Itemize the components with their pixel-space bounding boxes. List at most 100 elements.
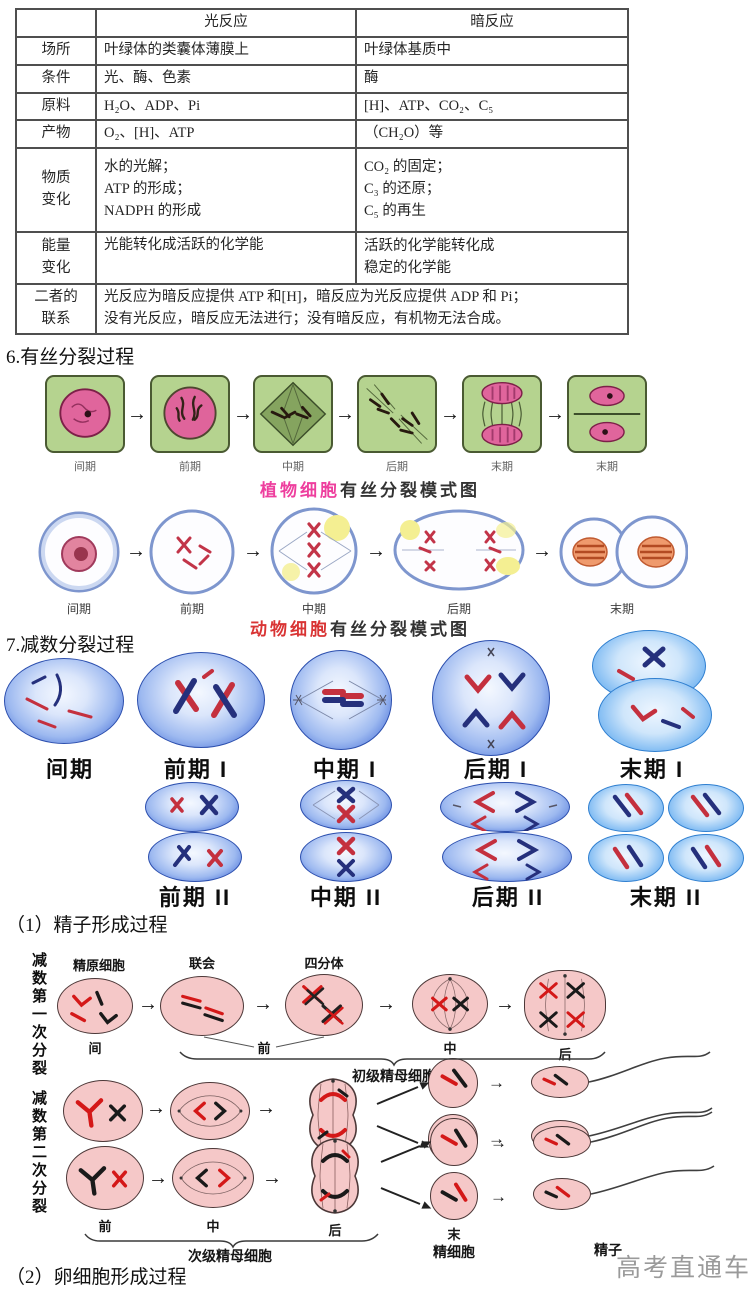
row-label-conditions: 条件 [15, 63, 97, 94]
animal-cell-anaphase [392, 508, 527, 592]
arrow-right-icon: → [490, 1133, 507, 1152]
row-label-location: 场所 [15, 36, 97, 66]
cell-products-dark: （CH₂O）等 [355, 119, 629, 149]
meiosis-cell-telophase-2 [668, 834, 744, 882]
col-header-dark-reaction: 暗反应 [355, 8, 629, 38]
row-label-material-change: 物质 变化 [15, 147, 97, 233]
sperm-cell-metaphase-1 [412, 974, 488, 1034]
cell-materials-light: H₂O、ADP、Pi [95, 91, 357, 122]
arrow-right-icon: → [495, 993, 515, 1015]
arrow-right-icon: → [376, 993, 396, 1015]
meiosis-cell-metaphase-2-top [300, 780, 392, 830]
heading-sperm-formation: （1）精子形成过程 [6, 915, 168, 936]
secondary-spermatocyte-cell [66, 1146, 144, 1210]
sperm-cell [533, 1126, 591, 1158]
col-header-light-reaction: 光反应 [95, 8, 357, 38]
arrow-right-icon: → [532, 540, 552, 562]
caption-highlight: 动物细胞 [250, 620, 330, 639]
meiosis-stage-label: 后期 I [463, 757, 529, 782]
cell-material-change-dark: CO₂ 的固定； C₃ 的还原； C₅ 的再生 [355, 147, 629, 233]
plant-cell-interphase [45, 375, 125, 453]
plant-cell-prophase [150, 375, 230, 453]
arrow-right-icon: → [488, 1073, 505, 1092]
sperm-cell-synapsis [160, 976, 244, 1036]
animal-cell-prophase [148, 508, 236, 596]
caption-highlight: 植物细胞 [260, 481, 340, 500]
spermatid-cell [430, 1172, 478, 1220]
animal-stage-label: 中期 [301, 602, 327, 616]
sperm-cell [533, 1178, 591, 1210]
plant-stage-label: 后期 [386, 461, 408, 473]
meiosis-cell-prophase-1 [137, 652, 265, 748]
meiosis-cell-prophase-2-bottom [148, 832, 242, 882]
meiosis-cell-anaphase-1 [432, 640, 550, 756]
sperm-diagram-connectors [84, 1036, 715, 1249]
arrow-right-icon: → [335, 403, 355, 425]
meiosis-cell-anaphase-2-top [440, 782, 570, 832]
cell-energy-change-dark: 活跃的化学能转化成 稳定的化学能 [355, 231, 629, 285]
meiosis-stage-label: 间期 [45, 757, 95, 782]
plant-stage-label: 间期 [74, 461, 96, 473]
dividing-cell [293, 1136, 377, 1216]
spermatid-label: 精细胞 [433, 1244, 475, 1260]
sperm-cell-spermatogonium [57, 978, 133, 1034]
tetrad-label: 四分体 [304, 956, 344, 971]
arrow-right-icon: → [440, 403, 460, 425]
meiosis-cell-metaphase-1 [290, 650, 392, 750]
animal-stage-label: 末期 [609, 602, 635, 616]
meiosis-stage-label: 后期 II [471, 885, 545, 910]
animal-mitosis-caption: 动物细胞有丝分裂模式图 [250, 615, 470, 640]
plant-cell-metaphase [253, 375, 333, 453]
animal-stage-label: 后期 [446, 602, 472, 616]
heading-meiosis: 7.减数分裂过程 [6, 635, 135, 656]
cell-conditions-dark: 酶 [355, 63, 629, 94]
photosynthesis-table: 光反应 暗反应 场所 叶绿体的类囊体薄膜上 叶绿体基质中 条件 光、酶、色素 酶… [15, 8, 629, 335]
cell-location-light: 叶绿体的类囊体薄膜上 [95, 36, 357, 66]
stage-label-interphase: 间 [88, 1041, 102, 1056]
animal-cell-telophase [556, 512, 688, 592]
arrow-right-icon: → [138, 993, 158, 1015]
arrow-right-icon: → [262, 1167, 282, 1189]
arrow-right-icon: → [148, 1167, 168, 1189]
meiosis-cell-interphase [4, 658, 124, 744]
sperm-cell [531, 1066, 589, 1098]
meiosis-cell-anaphase-2-bottom [442, 832, 572, 882]
arrow-right-icon: → [256, 1097, 276, 1119]
meiosis-stage-label: 中期 II [309, 885, 383, 910]
plant-cell-telophase [462, 375, 542, 453]
meiosis-stage-label: 中期 I [312, 757, 378, 782]
caption-rest: 有丝分裂模式图 [340, 481, 480, 500]
plant-mitosis-caption: 植物细胞有丝分裂模式图 [260, 476, 480, 501]
cell-material-change-light: 水的光解； ATP 的形成； NADPH 的形成 [95, 147, 357, 233]
stage-label-anaphase-2: 后 [328, 1223, 342, 1238]
division-2-label: 减数第二次分裂 [30, 1090, 47, 1216]
plant-stage-label: 中期 [282, 461, 304, 473]
meiosis-stage-label: 前期 II [158, 885, 232, 910]
animal-stage-label: 间期 [66, 602, 92, 616]
row-label-relationship: 二者的 联系 [15, 283, 97, 335]
stage-label-prophase: 前 [257, 1041, 271, 1056]
animal-stage-label: 前期 [179, 602, 205, 616]
cell-relationship: 光反应为暗反应提供 ATP 和[H]，暗反应为光反应提供 ADP 和 Pi； 没… [95, 283, 629, 335]
arrow-right-icon: → [253, 993, 273, 1015]
meiosis-cell-telophase-2 [668, 784, 744, 832]
stage-label-metaphase-2: 中 [206, 1219, 220, 1234]
meiosis-cell-telophase-2 [588, 784, 664, 832]
arrow-right-icon: → [233, 403, 253, 425]
watermark: 高考直通车 [616, 1254, 752, 1282]
animal-cell-interphase [37, 510, 121, 594]
arrow-right-icon: → [126, 540, 146, 562]
plant-stage-label: 末期 [491, 461, 513, 473]
arrow-right-icon: → [366, 540, 386, 562]
caption-rest: 有丝分裂模式图 [330, 620, 470, 639]
synapsis-label: 联会 [188, 956, 216, 971]
meiosis-cell-telophase-2 [588, 834, 664, 882]
cell-location-dark: 叶绿体基质中 [355, 36, 629, 66]
plant-cell-anaphase [357, 375, 437, 453]
division-1-label: 减数第一次分裂 [30, 952, 47, 1078]
secondary-spermatocyte-label: 次级精母细胞 [188, 1248, 272, 1264]
meiosis-cell-metaphase-2-bottom [300, 832, 392, 882]
arrow-right-icon: → [243, 540, 263, 562]
heading-egg-formation: （2）卵细胞形成过程 [6, 1267, 187, 1288]
